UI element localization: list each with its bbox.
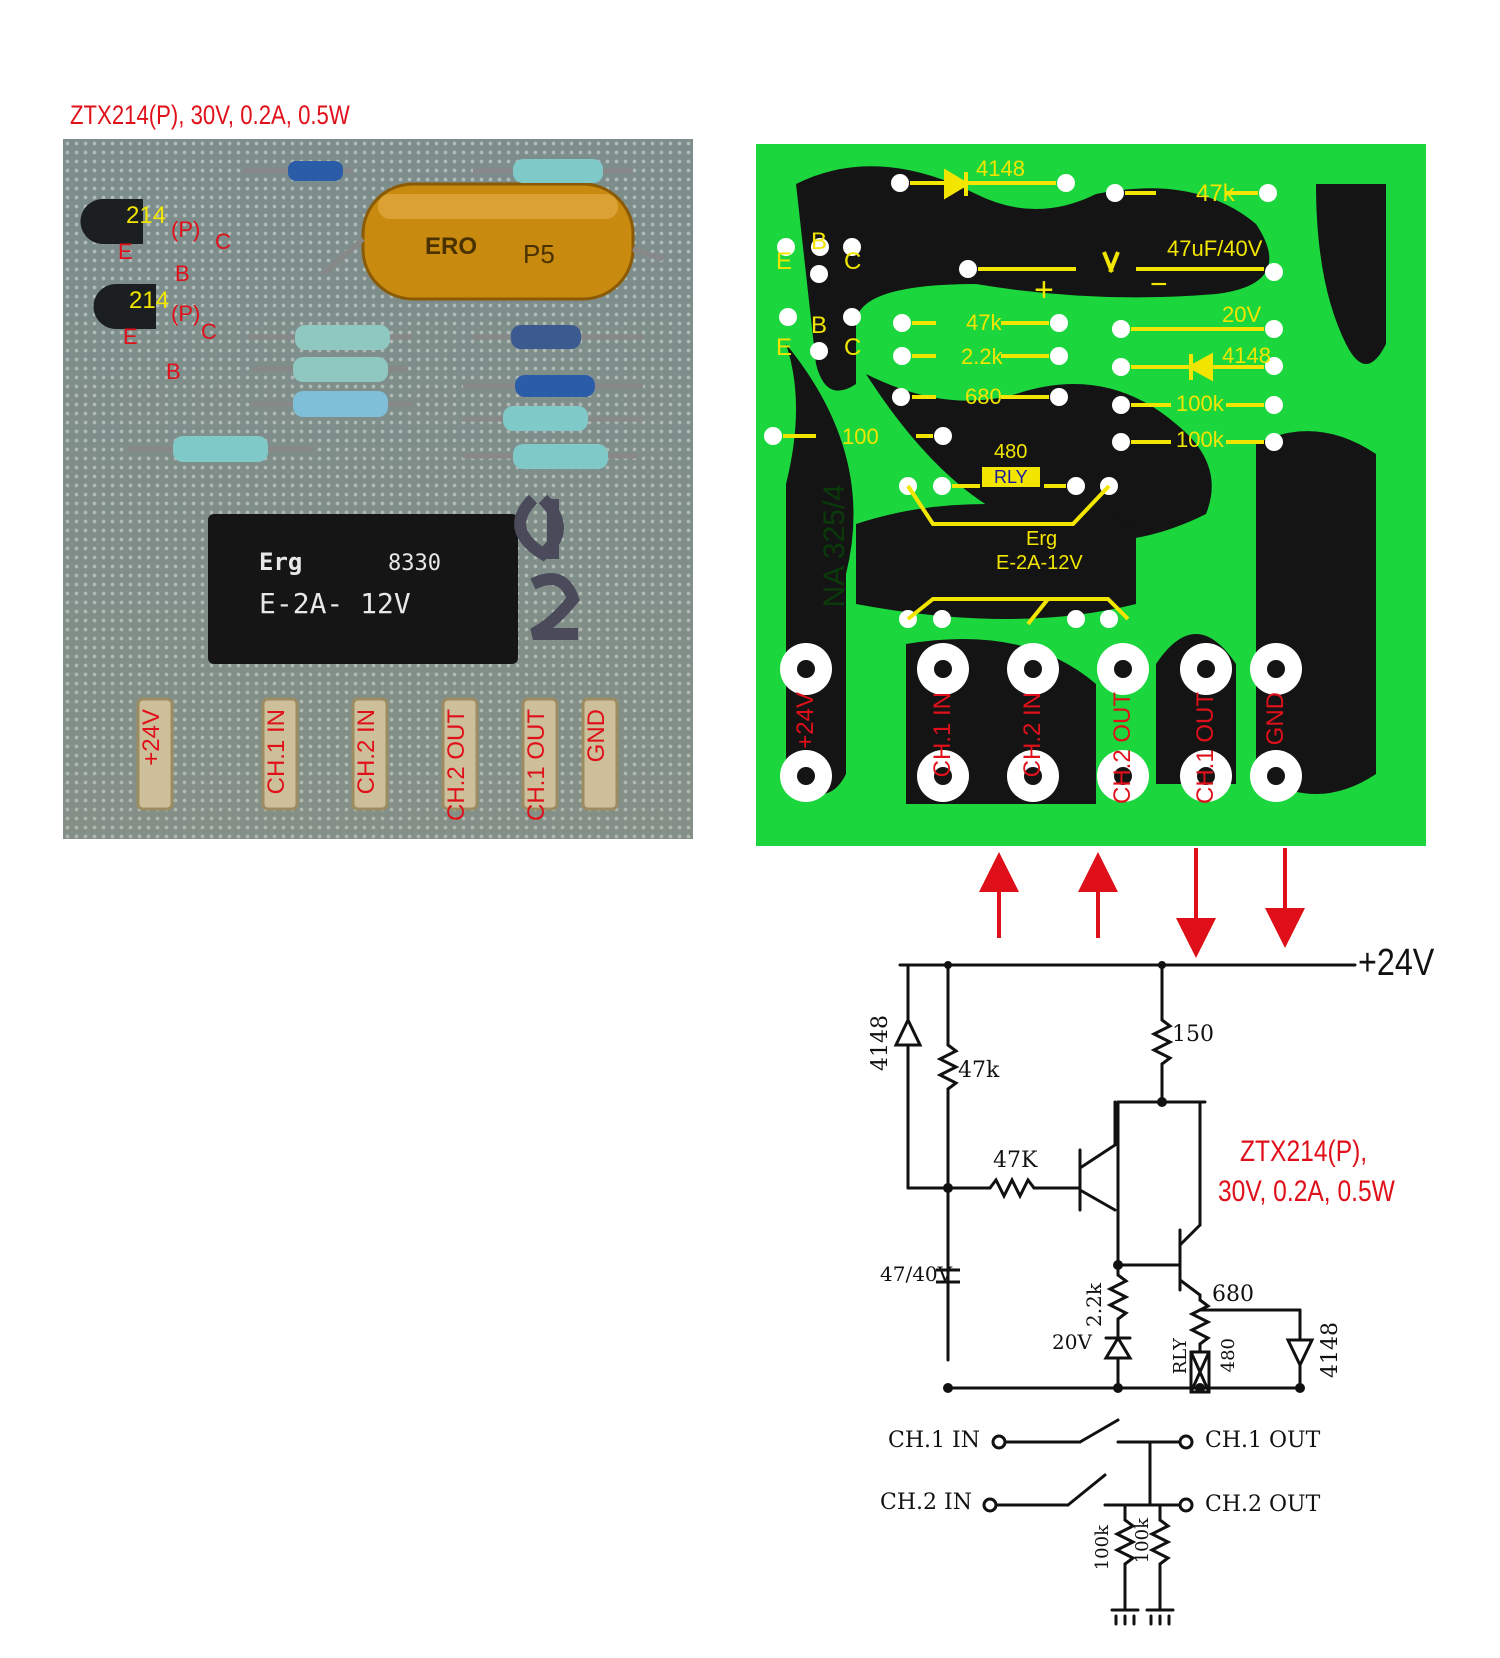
schematic-label-ch2-in: CH.2 IN <box>880 1490 972 1515</box>
pcb-photo-components <box>80 159 664 811</box>
layout-label-minus: − <box>1150 268 1168 301</box>
schematic-label-r22: 2.2k <box>1082 1283 1106 1327</box>
transistor-1-part: 214 <box>126 202 167 229</box>
schematic-label-100k-b: 100k <box>1132 1518 1153 1564</box>
transistor-2-pin-b: B <box>166 359 181 384</box>
schematic-label-rly-r: 480 <box>1218 1338 1239 1373</box>
transistor-1-pin-c: C <box>215 229 231 254</box>
transistor-2-suffix: (P) <box>171 301 201 326</box>
schematic-label-r-base: 47K <box>993 1148 1038 1173</box>
layout-label-plus: + <box>1034 271 1054 309</box>
schematic-label-r680: 680 <box>1212 1282 1254 1307</box>
schematic-label-ch1-out: CH.1 OUT <box>1205 1428 1321 1453</box>
layout-label-relay: RLY <box>994 467 1028 487</box>
photo-title: ZTX214(P), 30V, 0.2A, 0.5W <box>70 100 350 130</box>
transistor-2 <box>93 284 156 329</box>
schematic-label-ch2-out: CH.2 OUT <box>1205 1492 1321 1517</box>
transistor-2-pin-c: C <box>201 319 217 344</box>
layout-label-d2: 4148 <box>1222 343 1271 368</box>
schematic-note-line2: 30V, 0.2A, 0.5W <box>1218 1175 1395 1208</box>
layout-label-r4: 680 <box>965 384 1002 409</box>
schematic-label-100k-a: 100k <box>1092 1525 1113 1571</box>
transistor-2-part: 214 <box>129 287 170 314</box>
schematic-label-rly: RLY <box>1170 1338 1191 1375</box>
layout-label-r3: 2.2k <box>961 344 1003 369</box>
layout-pin-c-2: C <box>844 334 862 361</box>
relay-body <box>208 514 518 664</box>
schematic-label-ch1-in: CH.1 IN <box>888 1428 980 1453</box>
layout-label-z1: 20V <box>1222 302 1262 327</box>
relay-lot: 8330 <box>388 551 441 576</box>
schematic-label-r-top: 47k <box>958 1058 1000 1083</box>
transistor-1-pin-b: B <box>175 261 190 286</box>
pcb-layout: 4148 47k 47uF/40V + − 20V 47k 2.2k 4148 … <box>756 144 1426 846</box>
layout-pin-e-1: E <box>776 248 793 275</box>
transistor-1-suffix: (P) <box>171 217 201 242</box>
layout-label-d1: 4148 <box>976 156 1025 181</box>
capacitor-mark-brand: ERO <box>425 233 478 260</box>
layout-label-c1: 47uF/40V <box>1167 236 1263 261</box>
layout-label-relay-name: Erg <box>1026 528 1058 550</box>
schematic-label-d1: 4148 <box>868 1015 893 1071</box>
transistor-1-pin-e: E <box>118 239 133 264</box>
layout-pin-e-2: E <box>776 334 793 361</box>
layout-label-r2: 47k <box>966 310 1002 335</box>
schematic-note-line1: ZTX214(P), <box>1240 1135 1368 1168</box>
relay-brand: Erg <box>259 548 303 576</box>
schematic-label-cap: 47/40V <box>880 1262 953 1286</box>
capacitor-mark-code: P5 <box>523 239 555 269</box>
layout-label-r7: 100k <box>1176 427 1224 452</box>
schematic-label-r-150: 150 <box>1172 1022 1214 1047</box>
transistor-1 <box>80 199 143 244</box>
schematic-label-d2: 4148 <box>1318 1322 1343 1378</box>
layout-label-relay-r: 480 <box>994 441 1028 463</box>
layout-label-relay-model: E-2A-12V <box>996 552 1083 574</box>
layout-pin-b-1: B <box>811 228 828 255</box>
schematic-supply: +24V <box>1358 942 1435 984</box>
layout-pin-c-1: C <box>844 248 862 275</box>
schematic-label-zener: 20V <box>1052 1330 1092 1354</box>
layout-label-r5: 100k <box>1176 391 1224 416</box>
relay-model: E-2A- 12V <box>259 587 411 620</box>
layout-pin-b-2: B <box>811 312 828 339</box>
layout-label-r1: 47k <box>1196 180 1235 207</box>
layout-label-r6: 100 <box>842 424 879 449</box>
pcb-photo: 214 (P) E B C 214 (P) E B C ERO P5 Erg 8… <box>63 139 693 839</box>
transistor-2-pin-e: E <box>123 324 138 349</box>
pcb-layout-traces <box>764 166 1386 804</box>
